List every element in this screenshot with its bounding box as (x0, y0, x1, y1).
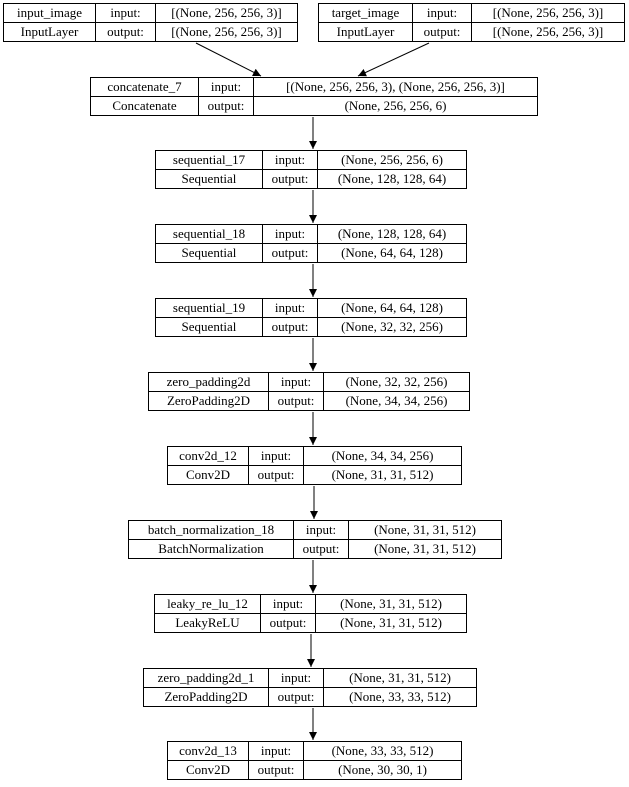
layer-type: BatchNormalization (129, 539, 294, 558)
output-shape: [(None, 256, 256, 3)] (171, 24, 282, 40)
node-input-image: input_image input: [(None, 256, 256, 3)]… (3, 3, 298, 42)
node-zero-padding2d: zero_padding2d input: (None, 32, 32, 256… (148, 372, 470, 411)
layer-name: sequential_18 (156, 225, 263, 244)
input-shape: (None, 128, 128, 64) (318, 225, 466, 244)
output-shape: (None, 64, 64, 128) (341, 245, 443, 261)
node-leaky-re-lu-12: leaky_re_lu_12 input: (None, 31, 31, 512… (154, 594, 467, 633)
output-shape: (None, 32, 32, 256) (341, 319, 443, 335)
input-label: input: (413, 4, 472, 23)
layer-type: Conv2D (168, 465, 249, 484)
output-shape: (None, 31, 31, 512) (331, 467, 434, 483)
layer-name: leaky_re_lu_12 (155, 595, 261, 614)
layer-type: Sequential (156, 169, 263, 188)
input-label: input: (249, 447, 304, 466)
node-zero-padding2d-1: zero_padding2d_1 input: (None, 31, 31, 5… (143, 668, 477, 707)
output-shape: (None, 128, 128, 64) (337, 171, 447, 187)
input-shape: [(None, 256, 256, 3)] (472, 4, 624, 23)
input-label: input: (263, 225, 318, 244)
output-shape: (None, 31, 31, 512) (340, 615, 442, 631)
output-shape: (None, 31, 31, 512) (374, 541, 476, 557)
layer-name: conv2d_12 (168, 447, 249, 466)
node-target-image: target_image input: [(None, 256, 256, 3)… (318, 3, 625, 42)
input-label: input: (96, 4, 156, 23)
input-label: input: (261, 595, 316, 614)
output-shape: (None, 30, 30, 1) (338, 762, 427, 778)
layer-type: Concatenate (91, 96, 199, 115)
layer-type: InputLayer (4, 22, 96, 41)
node-sequential-19: sequential_19 input: (None, 64, 64, 128)… (155, 298, 467, 337)
node-sequential-17: sequential_17 input: (None, 256, 256, 6)… (155, 150, 467, 189)
layer-name: batch_normalization_18 (129, 521, 294, 540)
edge-target-to-concat-arrow (357, 42, 430, 77)
layer-type: ZeroPadding2D (144, 687, 269, 706)
node-batch-normalization-18: batch_normalization_18 input: (None, 31,… (128, 520, 502, 559)
input-shape: [(None, 256, 256, 3)] (156, 4, 297, 23)
input-shape: (None, 31, 31, 512) (324, 669, 476, 688)
output-label: output: (263, 169, 318, 188)
output-label: output: (199, 96, 254, 115)
edge-input-to-concat-arrow (195, 42, 262, 77)
node-concatenate-7: concatenate_7 input: [(None, 256, 256, 3… (90, 77, 538, 116)
output-label: output: (261, 613, 316, 632)
input-label: input: (249, 742, 304, 761)
output-shape: (None, 33, 33, 512) (349, 689, 451, 705)
output-label: output: (263, 243, 318, 262)
node-conv2d-12: conv2d_12 input: (None, 34, 34, 256) Con… (167, 446, 462, 485)
input-label: input: (269, 373, 324, 392)
layer-type: ZeroPadding2D (149, 391, 269, 410)
input-label: input: (263, 299, 318, 318)
input-label: input: (199, 78, 254, 97)
layer-name: sequential_19 (156, 299, 263, 318)
layer-name: target_image (319, 4, 413, 23)
input-shape: (None, 32, 32, 256) (324, 373, 469, 392)
output-label: output: (263, 317, 318, 336)
layer-name: concatenate_7 (91, 78, 199, 97)
node-sequential-18: sequential_18 input: (None, 128, 128, 64… (155, 224, 467, 263)
layer-name: conv2d_13 (168, 742, 249, 761)
layer-type: InputLayer (319, 22, 413, 41)
input-label: input: (269, 669, 324, 688)
input-shape: (None, 31, 31, 512) (316, 595, 466, 614)
input-label: input: (294, 521, 349, 540)
output-label: output: (269, 687, 324, 706)
output-label: output: (294, 539, 349, 558)
output-label: output: (413, 22, 472, 41)
output-label: output: (269, 391, 324, 410)
output-shape: (None, 256, 256, 6) (344, 98, 447, 114)
output-label: output: (96, 22, 156, 41)
layer-name: sequential_17 (156, 151, 263, 170)
output-shape: [(None, 256, 256, 3)] (492, 24, 604, 40)
input-shape: [(None, 256, 256, 3), (None, 256, 256, 3… (254, 78, 537, 97)
input-shape: (None, 31, 31, 512) (349, 521, 501, 540)
output-shape: (None, 34, 34, 256) (345, 393, 448, 409)
layer-name: zero_padding2d (149, 373, 269, 392)
input-shape: (None, 256, 256, 6) (318, 151, 466, 170)
input-shape: (None, 34, 34, 256) (304, 447, 461, 466)
input-label: input: (263, 151, 318, 170)
output-label: output: (249, 465, 304, 484)
output-label: output: (249, 760, 304, 779)
layer-name: input_image (4, 4, 96, 23)
input-shape: (None, 33, 33, 512) (304, 742, 461, 761)
layer-type: Sequential (156, 243, 263, 262)
layer-type: Conv2D (168, 760, 249, 779)
node-conv2d-13: conv2d_13 input: (None, 33, 33, 512) Con… (167, 741, 462, 780)
layer-type: LeakyReLU (155, 613, 261, 632)
layer-name: zero_padding2d_1 (144, 669, 269, 688)
input-shape: (None, 64, 64, 128) (318, 299, 466, 318)
layer-type: Sequential (156, 317, 263, 336)
